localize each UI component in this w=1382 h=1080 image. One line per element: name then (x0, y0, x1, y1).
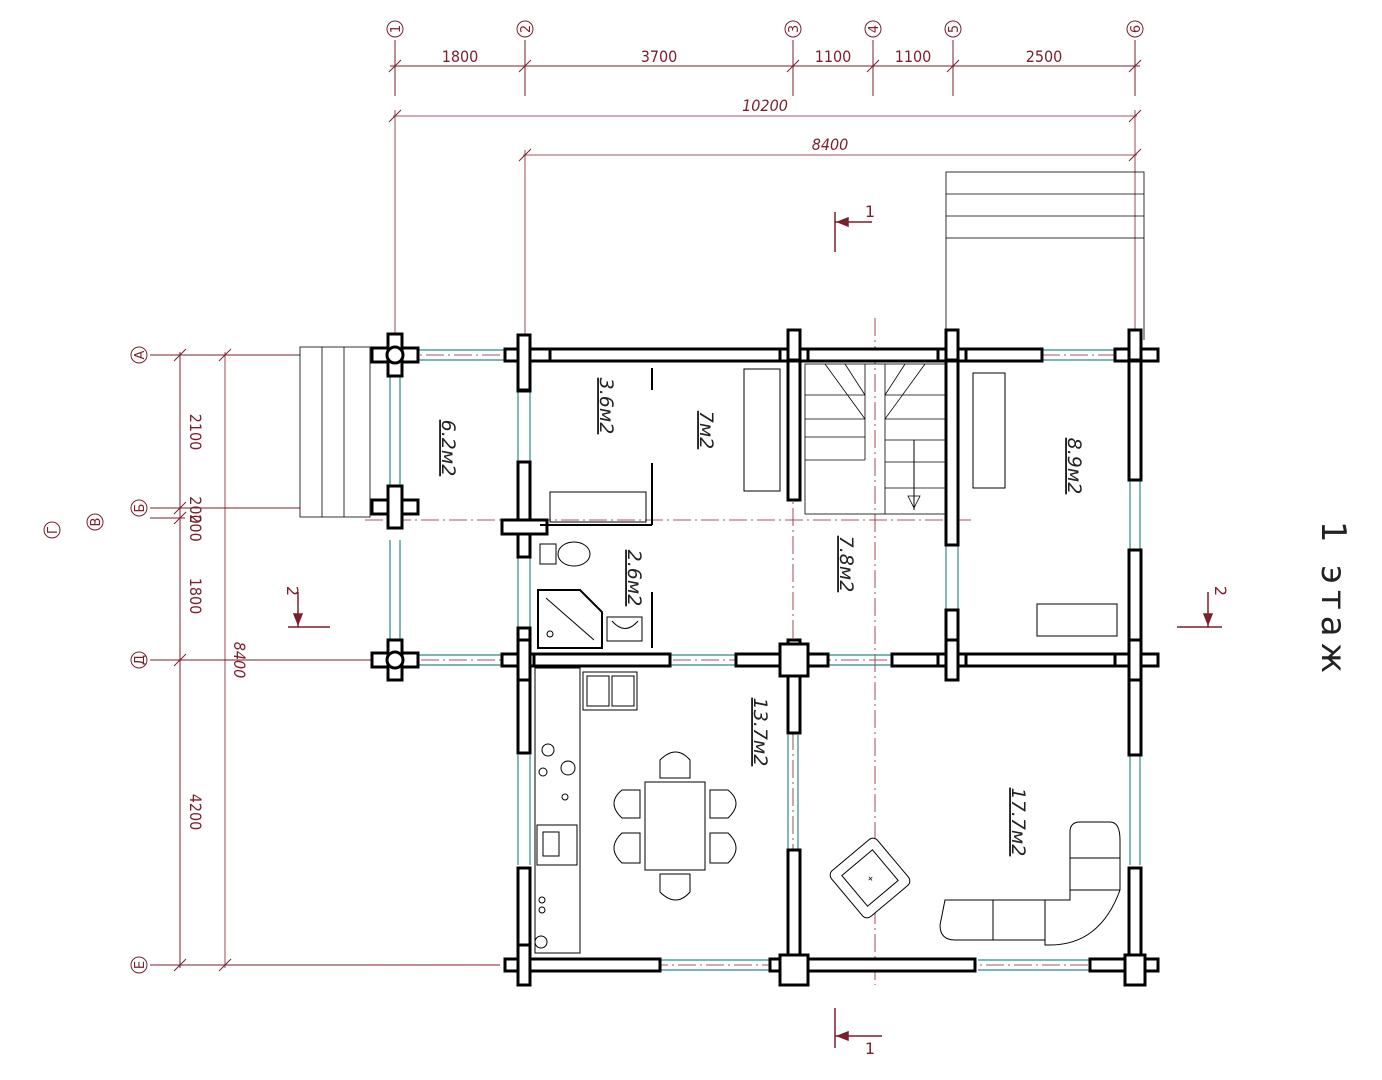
dim-left-2: 200 (186, 496, 205, 523)
chair-right-1 (709, 789, 737, 819)
furniture: + (534, 368, 1121, 954)
room-label-porch: 6.2м2 (437, 420, 459, 477)
chair-left-1 (613, 789, 641, 819)
dim-top-2: 3700 (641, 47, 678, 66)
chair-right-2 (709, 832, 737, 864)
room-label-living: 17.7м2 (1007, 788, 1029, 857)
dim-overall-8400-left: 8400 (230, 642, 249, 679)
toilet-tank (539, 543, 557, 565)
axis-label-v: В (89, 518, 104, 527)
axis-label-5: 5 (947, 25, 962, 33)
armchair: + (829, 837, 911, 919)
chair-left-2 (613, 832, 641, 864)
section-label-1-bottom: 1 (865, 1039, 875, 1058)
left-dimensions (43, 346, 500, 974)
bath-sink (606, 616, 643, 642)
terrace-steps (945, 171, 1145, 340)
dim-top-4: 1100 (895, 47, 932, 66)
axis-label-d: Д (133, 655, 148, 665)
bench-corridor (743, 368, 781, 492)
room-label-stair-hall: 7.8м2 (835, 536, 857, 593)
top-dimensions (386, 20, 1144, 340)
axis-label-2: 2 (519, 25, 534, 33)
toilet-bowl (557, 541, 591, 567)
chair-bottom (659, 873, 691, 901)
bed-bedroom-1 (972, 372, 1006, 489)
room-label-bedroom: 8.9м2 (1063, 438, 1085, 495)
dim-overall-8400-top: 8400 (812, 135, 849, 154)
section-label-2-left: 2 (283, 586, 302, 596)
room-label-hall: 3.6м2 (595, 378, 617, 435)
room-label-corridor: 7м2 (695, 411, 717, 450)
section-marks (288, 212, 1222, 1048)
dim-left-5: 4200 (186, 794, 205, 831)
axis-label-b: Б (133, 504, 148, 513)
room-label-bath: 2.6м2 (623, 550, 645, 607)
bed-bedroom-2 (1036, 603, 1118, 637)
floor-title: 1 этаж (1313, 521, 1353, 679)
chair-top (659, 751, 691, 779)
dim-top-3: 1100 (815, 47, 852, 66)
axis-label-e: Е (133, 961, 148, 969)
axis-label-g: Г (46, 526, 61, 534)
dim-overall-10200: 10200 (742, 96, 788, 115)
dining-table (644, 781, 706, 871)
section-label-1-top: 1 (865, 202, 875, 221)
dim-top-1: 1800 (442, 47, 479, 66)
windows (389, 349, 1141, 971)
room-label-kitchen: 13.7м2 (749, 698, 771, 767)
axis-label-a: А (133, 350, 148, 359)
porch-posts (370, 332, 420, 682)
axis-label-6: 6 (1129, 25, 1144, 33)
room-labels: 6.2м2 3.6м2 7м2 2.6м2 7.8м2 8.9м2 13.7м2… (437, 378, 1085, 857)
porch-steps (299, 346, 371, 518)
walls (500, 328, 1160, 987)
section-label-2-right: 2 (1211, 586, 1230, 596)
partitions (540, 368, 653, 648)
staircase (804, 363, 946, 515)
top-axis-labels: 1 2 3 4 5 6 1800 3700 1100 1100 2500 102… (389, 25, 1144, 154)
dim-left-3: 200 (186, 514, 205, 541)
section-labels: 1 1 2 2 (283, 202, 1230, 1058)
dim-top-5: 2500 (1026, 47, 1063, 66)
dim-left-4: 1800 (186, 578, 205, 615)
axis-label-1: 1 (389, 25, 404, 33)
dim-left-1: 2100 (186, 414, 205, 451)
kitchen-counter (534, 667, 581, 954)
left-axis-labels: А Б В Г Д Е 2100 200 200 1800 4200 8400 (46, 350, 249, 969)
axis-label-4: 4 (867, 25, 882, 33)
sofa-section-corner (1044, 821, 1121, 946)
svg-text:+: + (865, 873, 877, 885)
axis-label-3: 3 (787, 25, 802, 33)
